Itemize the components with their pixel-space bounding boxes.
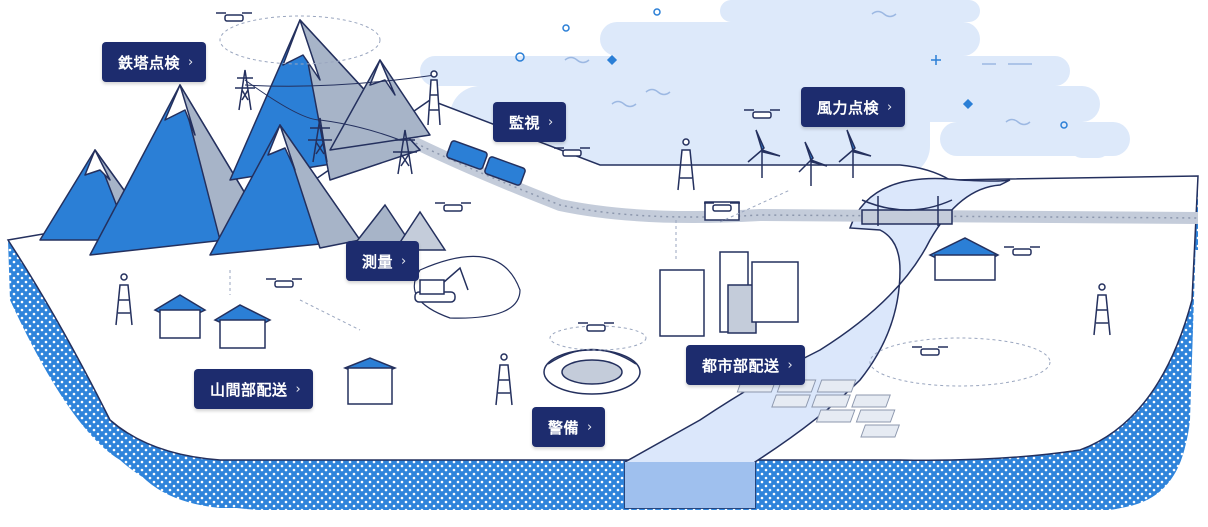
tag-label: 都市部配送 (702, 356, 780, 375)
drone-icon (554, 147, 590, 157)
survey-hill (348, 203, 447, 251)
drone-icon (704, 202, 740, 212)
tag-label: 監視 (509, 113, 541, 132)
tag-tower-inspection[interactable]: 鉄塔点検 › (102, 42, 206, 82)
chevron-right-icon: › (401, 253, 407, 269)
drone-icon (912, 346, 948, 356)
comm-towers (115, 70, 1111, 406)
drone-icon (578, 322, 614, 332)
chevron-right-icon: › (548, 114, 554, 130)
tag-label: 測量 (362, 252, 394, 271)
excavator (414, 266, 469, 303)
chevron-right-icon: › (295, 381, 302, 397)
tag-security[interactable]: 警備 › (532, 407, 605, 447)
tag-label: 風力点検 (817, 98, 880, 117)
drone-icon (1004, 246, 1040, 256)
drone-icon (266, 278, 302, 288)
sky-sparkles (515, 8, 1068, 129)
houses (153, 294, 398, 405)
train (446, 140, 526, 186)
transmission-towers (235, 69, 417, 175)
drone-icon (435, 202, 471, 212)
tag-label: 山間部配送 (210, 380, 288, 399)
stadium (543, 348, 641, 395)
wind-turbines (747, 129, 872, 186)
chevron-right-icon: › (587, 419, 593, 435)
drone-paths (219, 15, 1051, 387)
tag-label: 警備 (548, 418, 580, 437)
tag-mountain-delivery[interactable]: 山間部配送 › (194, 369, 314, 409)
tag-urban-delivery[interactable]: 都市部配送 › (686, 345, 806, 385)
tag-wind-inspection[interactable]: 風力点検 › (801, 87, 905, 127)
chevron-right-icon: › (787, 357, 794, 373)
tag-survey[interactable]: 測量 › (346, 241, 419, 281)
chevron-right-icon: › (887, 99, 893, 115)
bridge (861, 196, 953, 226)
river-section (625, 462, 755, 508)
chevron-right-icon: › (188, 54, 194, 70)
tag-monitoring[interactable]: 監視 › (493, 102, 566, 142)
drones (216, 12, 1040, 356)
tag-label: 鉄塔点検 (118, 53, 181, 72)
drone-icon (744, 109, 780, 119)
drone-icon (216, 12, 252, 22)
solar-fields (736, 379, 900, 438)
store-building (928, 237, 1000, 281)
